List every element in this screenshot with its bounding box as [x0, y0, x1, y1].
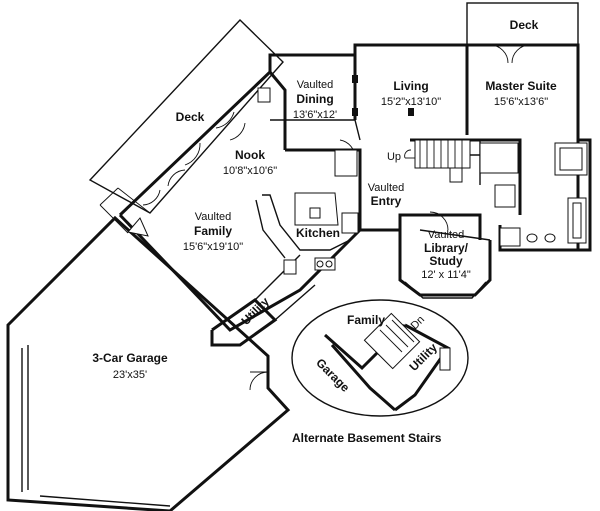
dining-dims: 13'6"x12' [293, 109, 337, 121]
deck-left-label: Deck [176, 110, 205, 124]
stair-up-label: Up [387, 151, 401, 163]
living-name: Living [393, 79, 428, 93]
fireplace [127, 75, 414, 237]
library-name: Library/ [424, 241, 469, 255]
nook-name: Nook [235, 148, 265, 162]
deck-left [88, 18, 284, 234]
nook-dims: 10'8"x10'6" [223, 165, 277, 177]
entry-line1: Vaulted [368, 182, 405, 194]
family-dims: 15'6"x19'10" [183, 241, 243, 253]
inset-family-label: Family [347, 313, 385, 327]
library-name2: Study [429, 254, 463, 268]
dining-line1: Vaulted [297, 79, 334, 91]
garage-dims: 23'x35' [113, 369, 147, 381]
master-bath [449, 142, 588, 247]
garage-walls [6, 215, 291, 511]
library-bay [404, 281, 487, 299]
dining-name: Dining [296, 92, 333, 106]
family-name: Family [194, 224, 232, 238]
deck-top-label: Deck [510, 18, 539, 32]
library-dims: 12' x 11'4" [421, 269, 471, 281]
garage-name: 3-Car Garage [92, 351, 168, 365]
family-line1: Vaulted [195, 211, 232, 223]
master-dims: 15'6"x13'6" [494, 96, 548, 108]
inset-caption: Alternate Basement Stairs [292, 431, 442, 445]
living-dims: 15'2"x13'10" [381, 96, 441, 108]
main-stairs [404, 139, 471, 169]
kitchen-name: Kitchen [296, 226, 340, 240]
inset-alt-stairs [291, 299, 469, 417]
entry-name: Entry [371, 194, 402, 208]
kitchen-fixtures [255, 149, 359, 275]
library-line1: Vaulted [428, 229, 465, 241]
master-name: Master Suite [485, 79, 557, 93]
